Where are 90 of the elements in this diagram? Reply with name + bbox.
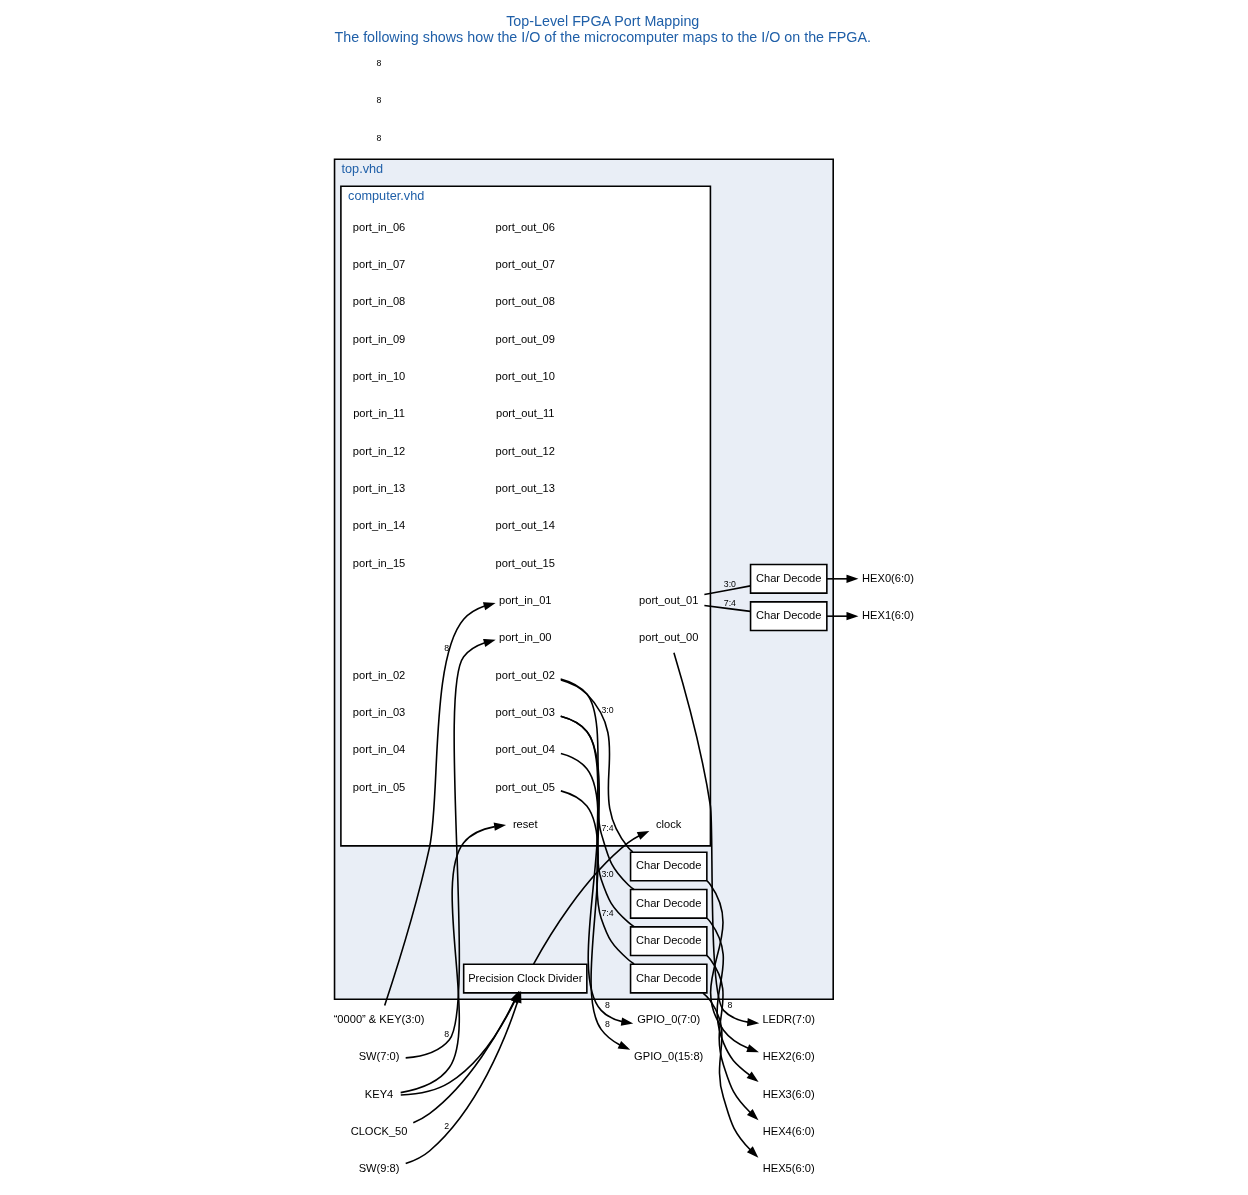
arrow — [706, 880, 759, 1053]
node-text: port_out_02 — [495, 668, 555, 681]
node-text: port_in_14 — [352, 519, 406, 532]
connector — [560, 679, 634, 853]
node-text: clock — [656, 818, 682, 831]
connector — [703, 604, 752, 613]
node-text: port_out_10 — [495, 369, 555, 382]
node-text: port_out_12 — [495, 444, 555, 457]
node-text: HEX1(6:0) — [862, 609, 914, 622]
node-text: port_out_03 — [495, 706, 555, 719]
connector — [560, 715, 635, 965]
node-text: HEX5(6:0) — [762, 1162, 815, 1175]
arrow — [826, 612, 859, 621]
node-text: port_in_15 — [352, 556, 406, 569]
edge-label: 2 — [444, 1121, 450, 1132]
node-text: KEY4 — [364, 1087, 394, 1100]
node-text: HEX2(6:0) — [762, 1050, 815, 1063]
node-text: port_in_11 — [353, 407, 405, 420]
edge-label: 7:4 — [723, 597, 736, 608]
arrow — [706, 954, 759, 1121]
node-text: port_out_09 — [495, 332, 555, 345]
node-text: port_out_06 — [495, 220, 555, 233]
caption: The following shows how the I/O of the microcomputer maps to the I/O on the FPGA. — [334, 28, 871, 45]
node-text: “0000” & KEY(3:0) — [333, 1012, 425, 1025]
edge-label: 8 — [605, 999, 610, 1010]
edge-label: 3:0 — [601, 704, 614, 715]
node-text: port_in_08 — [352, 295, 406, 308]
node-text: port_in_09 — [352, 332, 406, 345]
node-text: SW(9:8) — [358, 1162, 400, 1175]
edge-label: 3:0 — [601, 868, 614, 879]
node-text: HEX0(6:0) — [862, 571, 914, 584]
edge-label: 8 — [727, 999, 733, 1010]
node-box: Char Decode — [749, 563, 828, 594]
node-text: CLOCK_50 — [350, 1124, 408, 1137]
node-text: port_out_11 — [496, 407, 555, 420]
edge-label: 8 — [444, 642, 450, 653]
arrow — [399, 822, 507, 1094]
arrow — [560, 790, 631, 1050]
edge-label: 8 — [605, 1018, 610, 1029]
node-text: port_out_13 — [495, 481, 555, 494]
node-text: port_out_15 — [495, 556, 555, 569]
node-text: port_out_01 — [639, 594, 699, 607]
node-text: port_out_07 — [495, 257, 555, 270]
arrow — [532, 830, 650, 965]
node-text: port_out_08 — [495, 295, 555, 308]
node-text: port_in_04 — [352, 743, 406, 756]
node-text: port_in_10 — [352, 369, 406, 382]
node-text: port_in_01 — [499, 594, 552, 607]
node-text: port_in_12 — [352, 444, 406, 457]
node-text: port_in_07 — [352, 257, 406, 270]
node-text: GPIO_0(7:0) — [637, 1012, 701, 1025]
edge-label: 7:4 — [601, 822, 614, 833]
node-text: GPIO_0(15:8) — [634, 1050, 704, 1063]
node-text: port_in_02 — [352, 668, 406, 681]
node-text: LEDR(7:0) — [762, 1012, 815, 1025]
node-text: port_out_00 — [639, 631, 699, 644]
node-box: Char Decode — [629, 851, 708, 882]
edge-label: 8 — [444, 1029, 450, 1040]
arrow — [706, 917, 759, 1083]
node-text: port_out_14 — [495, 519, 555, 532]
node-box: Precision Clock Divider — [462, 963, 588, 994]
arrow — [702, 992, 759, 1158]
arrow — [404, 638, 496, 1059]
node-text: HEX4(6:0) — [762, 1124, 815, 1137]
label: 8 — [376, 95, 382, 106]
arrow — [826, 574, 859, 583]
node-text: reset — [512, 818, 538, 831]
label: 8 — [376, 58, 382, 69]
node-text: port_out_04 — [495, 743, 555, 756]
node-text: HEX3(6:0) — [762, 1087, 815, 1100]
node-text: SW(7:0) — [358, 1050, 400, 1063]
edge-label: 3:0 — [723, 578, 736, 589]
node-box: Char Decode — [629, 888, 708, 919]
arrow — [560, 752, 634, 1026]
node-text: port_in_05 — [352, 780, 406, 793]
node-box: Char Decode — [629, 963, 708, 994]
connector — [559, 678, 635, 891]
node-text: port_in_13 — [352, 481, 406, 494]
node-text: port_out_05 — [495, 780, 555, 793]
edge-label: 7:4 — [601, 907, 614, 918]
node-text: port_in_00 — [499, 631, 552, 644]
node-text: port_in_03 — [352, 706, 406, 719]
arrow — [383, 602, 496, 1007]
diagram-title: Top-Level FPGA Port Mapping — [506, 13, 700, 30]
node-box: Char Decode — [749, 601, 828, 632]
connector — [703, 585, 752, 596]
node-text: port_in_06 — [352, 220, 406, 233]
label: 8 — [376, 132, 382, 143]
arrow — [673, 652, 760, 1027]
node-box: Char Decode — [629, 926, 708, 957]
